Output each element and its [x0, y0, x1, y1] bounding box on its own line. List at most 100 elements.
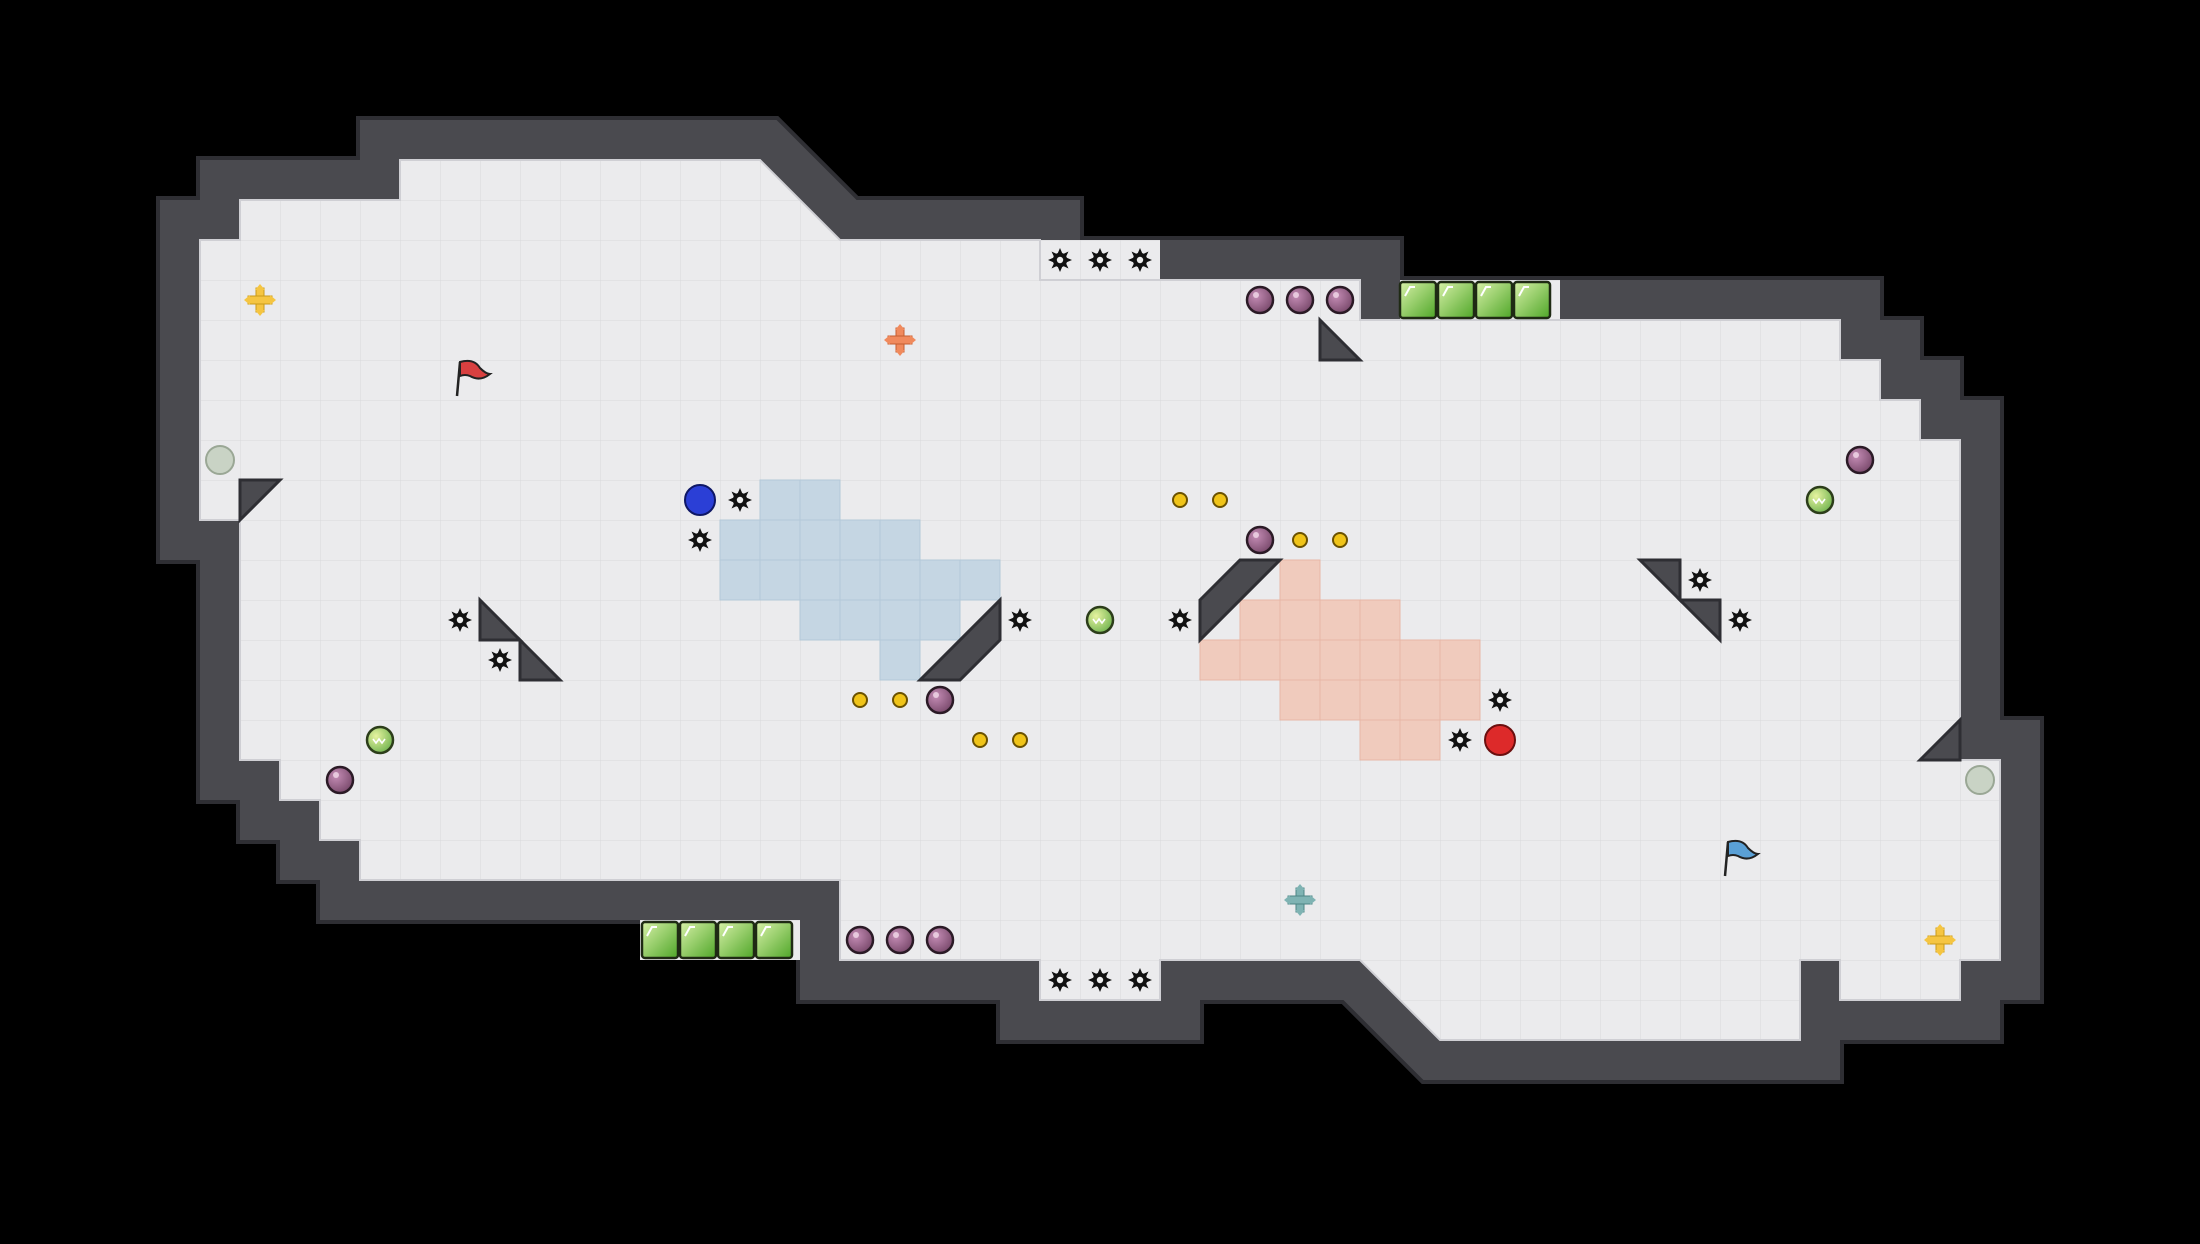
bomb-icon: [885, 925, 915, 955]
spike-icon: [1008, 608, 1032, 632]
bomb-icon: [925, 925, 955, 955]
red-zone-tile: [1359, 679, 1401, 721]
obstacles-layer: [238, 316, 1962, 762]
blue-zone-tile: [919, 559, 961, 601]
boost-tile-icon: [716, 920, 756, 960]
boost-tile-icon: [1512, 280, 1552, 320]
blue-zone-tile: [959, 559, 1001, 601]
red-zone-tile: [1279, 599, 1321, 641]
spike-icon: [1088, 968, 1112, 992]
blue-zone-tile: [839, 599, 881, 641]
blue-zone-tile: [919, 599, 961, 641]
blue-zone-tile: [719, 519, 761, 561]
spike-icon: [1088, 248, 1112, 272]
wall-slope: [1318, 316, 1364, 362]
wall-slope: [478, 596, 524, 642]
coin-icon: [892, 692, 908, 708]
spike-icon: [1488, 688, 1512, 712]
portal-icon: [1965, 765, 1995, 795]
teal-cross-icon: [1284, 884, 1316, 916]
red-zone-tile: [1399, 719, 1441, 761]
orange-cross-icon: [884, 324, 916, 356]
blue-zone-tile: [719, 559, 761, 601]
blue-zone-tile: [879, 639, 921, 681]
bomb-icon: [1245, 525, 1275, 555]
spike-icon: [728, 488, 752, 512]
yellow-cross-icon: [244, 284, 276, 316]
blue-zone-tile: [759, 479, 801, 521]
blue-zone-tile: [799, 479, 841, 521]
red-zone-tile: [1239, 639, 1281, 681]
coin-icon: [972, 732, 988, 748]
blue-zone-tile: [839, 559, 881, 601]
spike-icon: [1168, 608, 1192, 632]
blue-flag-icon: [1723, 839, 1761, 877]
coin-icon: [1332, 532, 1348, 548]
spike-icon: [1048, 248, 1072, 272]
red-zone-tile: [1319, 639, 1361, 681]
bomb-icon: [325, 765, 355, 795]
boost-tile-icon: [754, 920, 794, 960]
bomb-icon: [1325, 285, 1355, 315]
wall-slope: [1636, 558, 1682, 604]
coin-icon: [1012, 732, 1028, 748]
red-zone-tile: [1279, 679, 1321, 721]
yellow-cross-icon: [1924, 924, 1956, 956]
red-ball-icon[interactable]: [1484, 724, 1516, 756]
portal-icon: [205, 445, 235, 475]
floor-area: [199, 159, 2001, 1041]
coin-icon: [1172, 492, 1188, 508]
red-zone-tile: [1279, 559, 1321, 601]
red-zone-tile: [1439, 639, 1481, 681]
blue-zone-tile: [879, 519, 921, 561]
bomb-icon: [1845, 445, 1875, 475]
spike-icon: [688, 528, 712, 552]
red-zone-tile: [1359, 639, 1401, 681]
coin-icon: [852, 692, 868, 708]
red-zone-tile: [1399, 679, 1441, 721]
red-flag-icon: [455, 359, 493, 397]
zones-layer: [719, 479, 1481, 761]
wall-slope: [238, 478, 284, 524]
powerup-icon: [1085, 605, 1115, 635]
red-zone-tile: [1239, 599, 1281, 641]
entities-layer: [205, 248, 1995, 992]
blue-ball-icon[interactable]: [684, 484, 716, 516]
blue-zone-tile: [759, 519, 801, 561]
red-zone-tile: [1399, 639, 1441, 681]
wall-slope: [1198, 558, 1284, 644]
spike-icon: [448, 608, 472, 632]
spike-icon: [1728, 608, 1752, 632]
wall-slope: [518, 636, 564, 682]
coin-icon: [1212, 492, 1228, 508]
spike-icon: [1128, 968, 1152, 992]
blue-zone-tile: [879, 599, 921, 641]
bomb-icon: [925, 685, 955, 715]
wall-slope: [916, 596, 1002, 682]
red-zone-tile: [1359, 599, 1401, 641]
spike-icon: [1128, 248, 1152, 272]
wall-slope: [1916, 716, 1962, 762]
boost-tile-icon: [1398, 280, 1438, 320]
coin-icon: [1292, 532, 1308, 548]
spike-icon: [1048, 968, 1072, 992]
spike-icon: [1448, 728, 1472, 752]
blue-zone-tile: [799, 599, 841, 641]
blue-zone-tile: [839, 519, 881, 561]
red-zone-tile: [1359, 719, 1401, 761]
boost-tile-icon: [640, 920, 680, 960]
boost-tile-icon: [678, 920, 718, 960]
red-zone-tile: [1319, 679, 1361, 721]
bomb-icon: [845, 925, 875, 955]
red-zone-tile: [1439, 679, 1481, 721]
red-zone-tile: [1279, 639, 1321, 681]
boost-tile-icon: [1436, 280, 1476, 320]
powerup-icon: [1805, 485, 1835, 515]
boost-tile-icon: [1474, 280, 1514, 320]
red-zone-tile: [1199, 639, 1241, 681]
bomb-icon: [1285, 285, 1315, 315]
spike-icon: [1688, 568, 1712, 592]
blue-zone-tile: [799, 519, 841, 561]
